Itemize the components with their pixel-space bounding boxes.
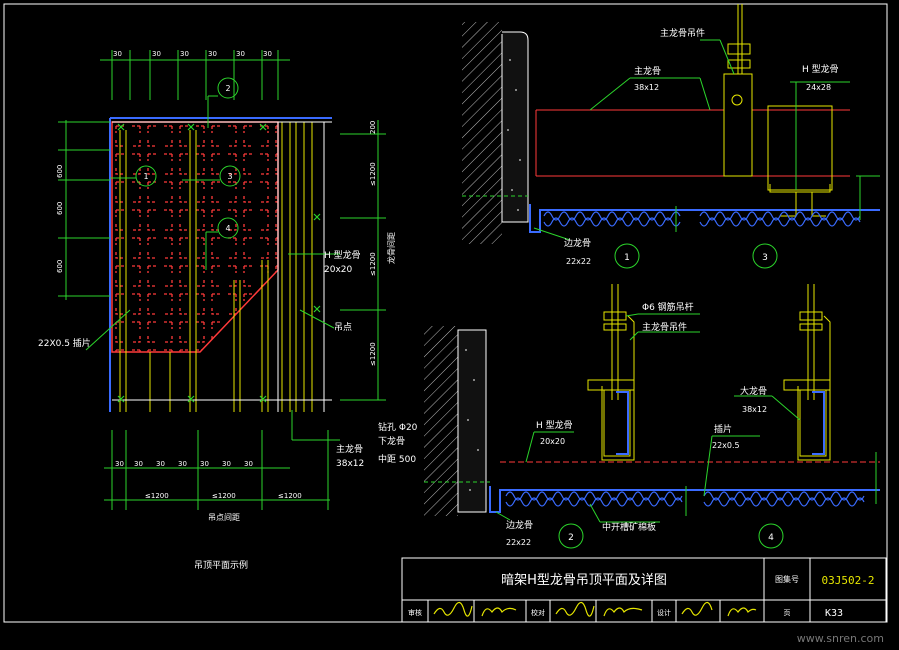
watermark: www.snren.com: [797, 632, 884, 645]
dim-right-4: ≤1200: [369, 342, 377, 366]
d1-label-main-keel-size: 38x12: [634, 83, 659, 92]
title-block: 暗架H型龙骨吊顶平面及详图 图集号 03J502-2 审核 校对 设计 页 K3…: [401, 557, 887, 623]
dim-left-3: 600: [56, 260, 64, 273]
plan-label-h-keel: H 型龙骨: [324, 249, 361, 261]
d2-label-board: 中开槽矿棉板: [602, 521, 656, 533]
d2-label-rod: Φ6 钢筋吊杆: [642, 301, 694, 313]
detail-2-4: Φ6 钢筋吊杆 主龙骨吊件 H 型龙骨 20x20 边龙骨 22x22 中开槽矿…: [424, 284, 880, 549]
d4-label-big-keel: 大龙骨: [740, 385, 767, 397]
wall-hatch-1: [462, 22, 502, 244]
dim-side-label: 龙骨间距: [386, 232, 396, 264]
atlas-label: 图集号: [775, 574, 799, 584]
plan-label-main-keel: 主龙骨: [336, 443, 363, 455]
dim-top-2: 30: [152, 50, 161, 58]
dim-right-2: ≤1200: [369, 162, 377, 186]
dim-top-3: 30: [180, 50, 189, 58]
dim-bot-small-2: 30: [134, 460, 143, 468]
plan-label-drill: 钻孔 Φ20: [378, 421, 418, 433]
d2-label-edge-keel: 边龙骨: [506, 519, 533, 531]
signatures: [433, 601, 757, 617]
detail-1-number: 1: [624, 253, 630, 263]
d1-label-main-keel: 主龙骨: [634, 65, 661, 77]
d3-label-h-keel-size: 24x28: [806, 83, 831, 92]
page-label: 页: [784, 609, 791, 617]
edge-keel-1: [529, 204, 880, 233]
detail-3-number: 3: [762, 253, 768, 263]
dim-left-1: 600: [56, 165, 64, 178]
ceiling-board-area: [111, 121, 279, 353]
dim-bot-small-6: 30: [222, 460, 231, 468]
dim-bot-small-7: 30: [244, 460, 253, 468]
plan-label-lower-keel: 下龙骨: [378, 435, 405, 447]
callout-3: 3: [227, 172, 232, 181]
d2-label-h-keel-size: 20x20: [540, 437, 565, 446]
d3-label-h-keel: H 型龙骨: [802, 63, 839, 75]
dim-bottom-3: ≤1200: [278, 492, 302, 500]
d4-label-big-keel-size: 38x12: [742, 405, 767, 414]
ceiling-plan: 2 1 3 4 30 30 30 30 30 30 600 600 600 20…: [38, 50, 418, 571]
wall-hatch-2: [424, 326, 458, 516]
drawing-title: 暗架H型龙骨吊顶平面及详图: [501, 573, 667, 588]
callout-1: 1: [143, 172, 148, 181]
d3-label-hanger: 主龙骨吊件: [660, 27, 705, 39]
edge-keel-outline: [109, 117, 332, 412]
detail-1-3: 主龙骨 38x12 主龙骨吊件 H 型龙骨 24x28 边龙骨 22x22 1 …: [462, 4, 880, 269]
page-number: K33: [825, 608, 843, 619]
dim-bottom-1: ≤1200: [145, 492, 169, 500]
atlas-number: 03J502-2: [822, 574, 875, 587]
dim-top-1: 30: [113, 50, 122, 58]
d1-label-edge-keel: 边龙骨: [564, 237, 591, 249]
dim-right-1: 200: [369, 121, 377, 134]
d1-label-edge-keel-size: 22x22: [566, 257, 591, 266]
edge-keel-2: [489, 486, 880, 513]
d4-label-strip: 插片: [714, 423, 732, 435]
dim-bot-small-3: 30: [156, 460, 165, 468]
callout-2: 2: [225, 84, 230, 93]
dim-bot-small-1: 30: [115, 460, 124, 468]
d4-label-strip-size: 22x0.5: [712, 441, 740, 450]
dim-left-2: 600: [56, 202, 64, 215]
dim-top-5: 30: [236, 50, 245, 58]
d2-label-h-keel: H 型龙骨: [536, 419, 573, 431]
d2-label-hanger: 主龙骨吊件: [642, 321, 687, 333]
dim-bottom-label: 吊点间距: [208, 513, 240, 522]
detail-2-number: 2: [568, 533, 574, 543]
proof-label: 校对: [531, 608, 545, 617]
dim-right-3: ≤1200: [369, 252, 377, 276]
callout-4: 4: [225, 224, 230, 233]
d2-label-edge-keel-size: 22x22: [506, 538, 531, 547]
plan-label-lower-spacing: 中距 500: [378, 453, 416, 465]
plan-label-h-keel-size: 20x20: [324, 265, 353, 275]
plan-label-strip: 22X0.5 插片: [38, 337, 91, 349]
dim-bot-small-4: 30: [178, 460, 187, 468]
review-label: 审核: [408, 608, 422, 617]
dim-bot-small-5: 30: [200, 460, 209, 468]
dim-top-4: 30: [208, 50, 217, 58]
plan-label-hang-point: 吊点: [334, 322, 352, 333]
dim-top-6: 30: [263, 50, 272, 58]
design-label: 设计: [657, 608, 671, 617]
plan-title: 吊顶平面示例: [194, 559, 248, 571]
detail-4-number: 4: [768, 533, 774, 543]
dim-bottom-2: ≤1200: [212, 492, 236, 500]
plan-label-main-keel-size: 38x12: [336, 459, 364, 469]
